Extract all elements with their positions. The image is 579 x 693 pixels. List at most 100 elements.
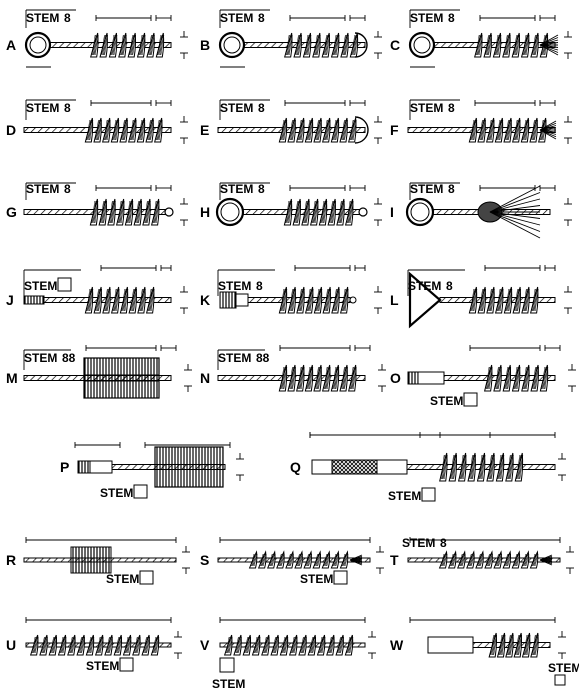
stem-code: 8	[64, 101, 71, 115]
bristle-section	[29, 634, 160, 656]
bristle-section	[439, 452, 524, 482]
stem-label: STEM	[212, 677, 245, 691]
panel-h: H STEM 8	[200, 182, 382, 227]
bristle-section	[278, 117, 357, 143]
stem-code-box	[554, 674, 566, 686]
stem-label: STEM	[410, 101, 443, 115]
panel-s: S STEM	[200, 537, 384, 586]
panel-v: V STEM	[200, 617, 376, 691]
tip-ball	[164, 207, 174, 217]
shaft	[49, 42, 172, 48]
panel-letter: V	[200, 637, 210, 653]
panel-letter: Q	[290, 459, 301, 475]
stem-label: STEM	[26, 182, 59, 196]
stem-code: 88	[62, 351, 76, 365]
stem-label: STEM	[410, 11, 443, 25]
stem-code: 8	[258, 11, 265, 25]
panel-letter: D	[6, 122, 16, 138]
round-tip	[354, 32, 368, 58]
bristle-section	[278, 286, 349, 314]
panel-f: F STEM 8	[390, 99, 572, 144]
cylinder-bristles	[154, 446, 224, 488]
panel-letter: C	[390, 37, 400, 53]
panel-letter: G	[6, 204, 17, 220]
panel-letter: F	[390, 122, 399, 138]
fan-tip	[489, 185, 541, 239]
threaded-end	[407, 371, 419, 385]
stem-label: STEM	[402, 536, 435, 550]
panel-letter: S	[200, 552, 209, 568]
panel-c: C STEM 8	[390, 9, 572, 68]
panel-letter: N	[200, 370, 210, 386]
stem-label: STEM	[220, 182, 253, 196]
bristle-section	[438, 550, 539, 569]
panel-letter: H	[200, 204, 210, 220]
stem-label: STEM	[24, 279, 57, 293]
shaft	[83, 374, 160, 382]
stem-code-box	[333, 570, 348, 585]
stem-code: 8	[258, 182, 265, 196]
stem-code: 8	[256, 279, 263, 293]
panel-letter: O	[390, 370, 401, 386]
stem-label: STEM	[220, 101, 253, 115]
bristle-section	[283, 198, 354, 226]
ferrule	[376, 459, 408, 475]
stem-label: STEM	[86, 659, 119, 673]
bristle-section	[484, 364, 549, 392]
fan-tip	[349, 554, 363, 566]
stem-code: 8	[446, 279, 453, 293]
panel-k: K STEM 8	[200, 265, 382, 314]
stem-code: 8	[448, 182, 455, 196]
threaded-end	[23, 295, 45, 305]
bristle-section	[84, 117, 163, 143]
bristle-section	[84, 286, 155, 314]
fan-tip	[539, 120, 557, 140]
stem-code: 8	[64, 182, 71, 196]
stem-label: STEM	[26, 101, 59, 115]
knurled-grip	[331, 459, 378, 475]
stem-label: STEM	[388, 489, 421, 503]
shaft	[439, 297, 556, 303]
stem-code-box	[421, 487, 436, 502]
stem-label: STEM	[300, 572, 333, 586]
stem-label: STEM	[218, 351, 251, 365]
panel-letter: L	[390, 292, 399, 308]
panel-letter: E	[200, 122, 209, 138]
panel-letter: K	[200, 292, 210, 308]
stem-code: 8	[64, 11, 71, 25]
stem-code: 8	[448, 101, 455, 115]
stem-code-box	[133, 484, 148, 499]
stem-code: 8	[448, 11, 455, 25]
stem-code-box	[219, 657, 235, 673]
panel-letter: W	[390, 637, 404, 653]
panel-letter: M	[6, 370, 18, 386]
bristle-section	[248, 550, 349, 569]
fan-tip	[539, 554, 553, 566]
ferrule	[235, 293, 249, 307]
stem-code: 8	[440, 536, 447, 550]
stem-code-box	[119, 657, 134, 672]
t-handle	[408, 271, 442, 329]
threaded-end	[219, 291, 237, 309]
panel-g: G STEM 8	[6, 182, 188, 226]
fan-tip	[539, 34, 559, 56]
bristle-section	[284, 32, 359, 58]
bristle-section	[90, 32, 165, 58]
panel-d: D STEM 8	[6, 99, 188, 144]
stem-label: STEM	[26, 11, 59, 25]
shaft	[243, 42, 366, 48]
stem-label: STEM	[106, 572, 139, 586]
tip-ball	[358, 207, 368, 217]
stem-label: STEM	[218, 279, 251, 293]
